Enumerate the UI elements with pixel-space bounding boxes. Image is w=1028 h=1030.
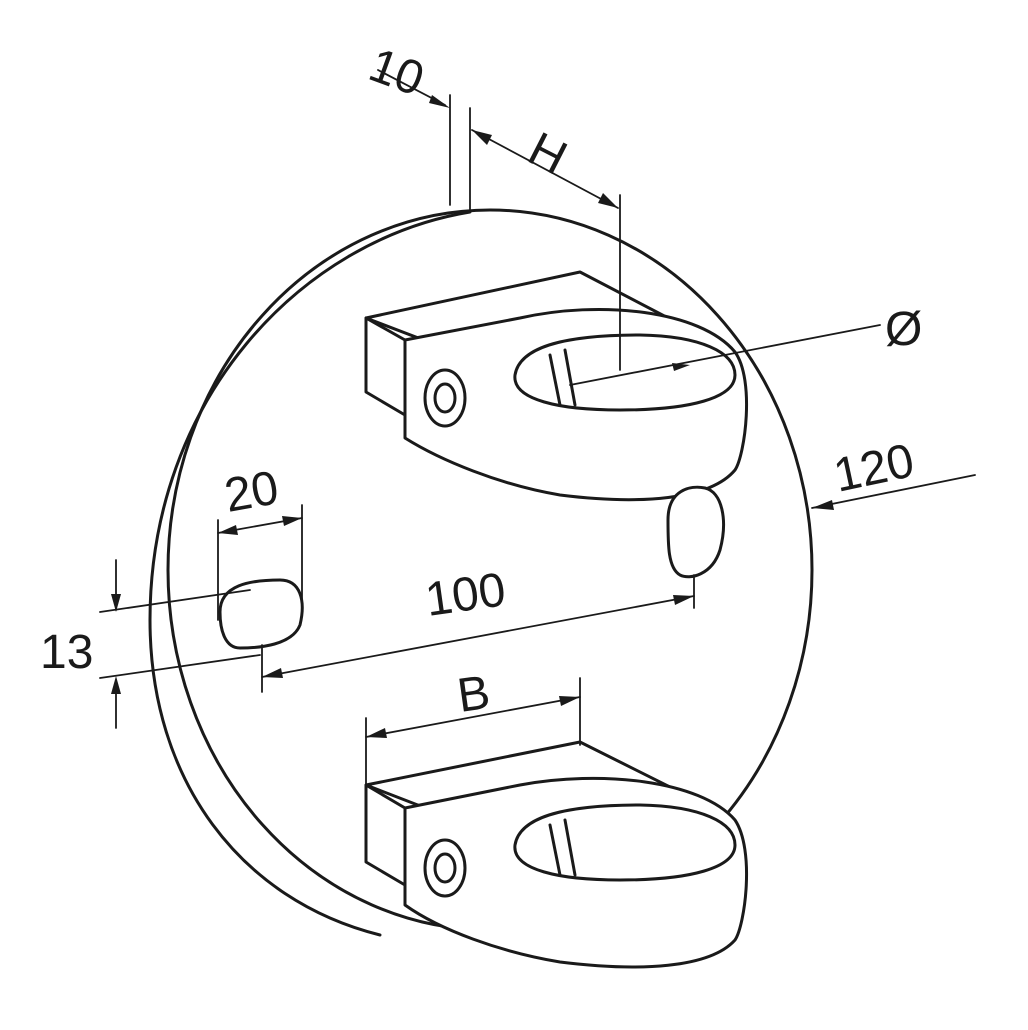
right-slot bbox=[666, 485, 725, 579]
dim-tube-diameter: Ø bbox=[569, 303, 922, 386]
dim-slot-width: 13 bbox=[40, 559, 261, 729]
label-plate-thickness: 10 bbox=[362, 39, 430, 107]
dim-plate-diameter: 120 bbox=[811, 434, 976, 510]
dim-slot-length: 20 bbox=[217, 461, 303, 621]
label-hole-spacing: 100 bbox=[422, 563, 509, 627]
label-tube-diameter: Ø bbox=[885, 303, 922, 356]
dim-bracket-width: B bbox=[365, 666, 581, 791]
label-plate-diameter: 120 bbox=[829, 434, 918, 502]
left-slot bbox=[218, 578, 304, 650]
lower-bracket bbox=[364, 740, 749, 969]
label-bracket-height: H bbox=[520, 123, 575, 186]
dim-plate-thickness: 10 bbox=[362, 39, 471, 211]
label-slot-width: 13 bbox=[40, 626, 93, 679]
label-bracket-width: B bbox=[454, 666, 493, 723]
dim-hole-spacing: 100 bbox=[261, 563, 695, 693]
upper-bracket bbox=[364, 270, 749, 502]
label-slot-length: 20 bbox=[221, 461, 283, 522]
